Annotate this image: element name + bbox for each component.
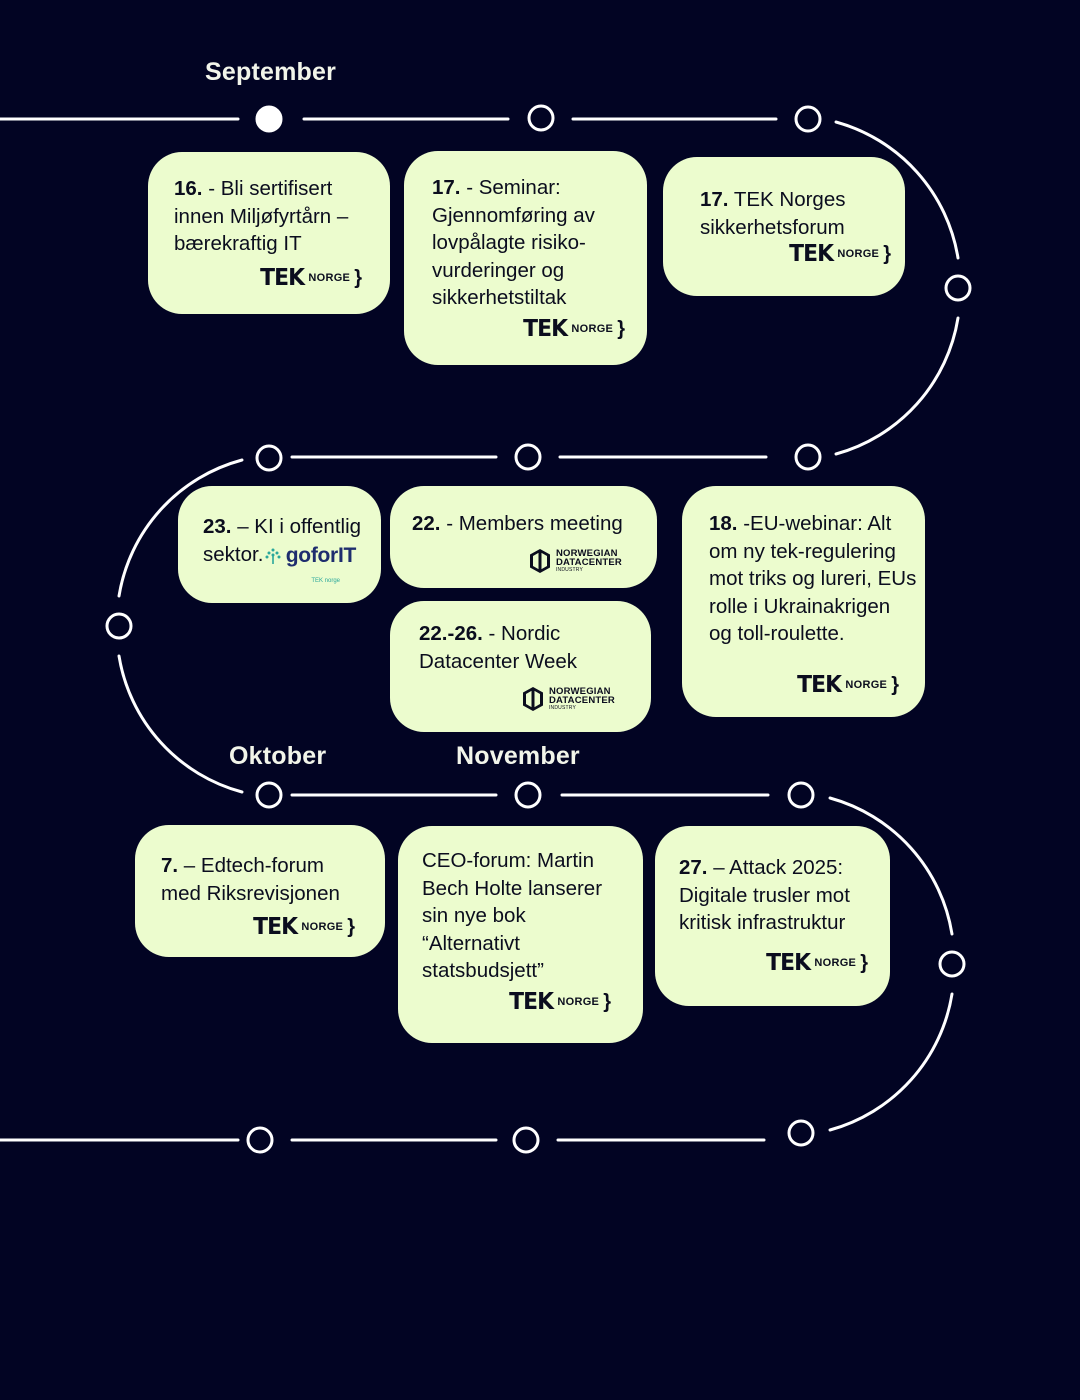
event-text: 23. – KI i offentlig sektor. bbox=[203, 515, 362, 566]
timeline-node bbox=[512, 1126, 540, 1154]
event-text: 27. – Attack 2025: Digitale trusler mot … bbox=[679, 856, 850, 934]
event-text: 22. - Members meeting bbox=[412, 512, 623, 535]
timeline-node bbox=[794, 105, 822, 133]
event-text: 17. - Seminar: Gjennomføring av lovpålag… bbox=[432, 176, 595, 309]
event-card-18[interactable]: 18. -EU-webinar: Alt om ny tek-regulerin… bbox=[682, 486, 925, 717]
goforit-tree-icon bbox=[265, 548, 281, 564]
timeline-node bbox=[255, 444, 283, 472]
event-text: 16. - Bli sertifisert innen Miljøfyrtårn… bbox=[174, 177, 349, 255]
timeline-node bbox=[944, 274, 972, 302]
timeline-node bbox=[794, 443, 822, 471]
timeline-node bbox=[105, 612, 133, 640]
event-card-22-26-nordic[interactable]: 22.-26. - Nordic Datacenter Week NORWEGI… bbox=[390, 601, 651, 732]
timeline-node bbox=[787, 1119, 815, 1147]
track-curve bbox=[117, 654, 244, 794]
event-card-7[interactable]: 7. – Edtech-forum med Riksrevisjonen TEK… bbox=[135, 825, 385, 957]
track-curve bbox=[828, 992, 954, 1132]
timeline-node bbox=[246, 1126, 274, 1154]
timeline-node bbox=[938, 950, 966, 978]
event-text: 18. -EU-webinar: Alt om ny tek-regulerin… bbox=[709, 512, 917, 645]
month-label-november: November bbox=[456, 742, 580, 770]
timeline-node bbox=[514, 781, 542, 809]
track-curve bbox=[828, 796, 954, 936]
event-text: CEO-forum: Martin Bech Holte lanserer si… bbox=[422, 849, 603, 982]
datacenter-icon bbox=[522, 687, 543, 711]
track-curve bbox=[834, 316, 960, 456]
event-card-23[interactable]: 23. – KI i offentlig sektor. goforIT TEK… bbox=[178, 486, 381, 603]
track-curve bbox=[117, 458, 244, 598]
track-curve bbox=[834, 120, 960, 260]
event-text: 22.-26. - Nordic Datacenter Week bbox=[419, 622, 578, 673]
event-card-ceo-forum[interactable]: CEO-forum: Martin Bech Holte lanserer si… bbox=[398, 826, 643, 1043]
event-card-16[interactable]: 16. - Bli sertifisert innen Miljøfyrtårn… bbox=[148, 152, 390, 314]
timeline-node-active bbox=[255, 105, 283, 133]
timeline-node bbox=[255, 781, 283, 809]
timeline-node bbox=[514, 443, 542, 471]
event-text: 7. – Edtech-forum med Riksrevisjonen bbox=[161, 854, 340, 905]
month-label-september: September bbox=[205, 58, 337, 86]
event-card-27[interactable]: 27. – Attack 2025: Digitale trusler mot … bbox=[655, 826, 890, 1006]
datacenter-icon bbox=[529, 549, 550, 573]
timeline-node bbox=[787, 781, 815, 809]
timeline-node bbox=[527, 104, 555, 132]
goforit-logo: goforIT TEK norge bbox=[264, 542, 356, 595]
event-card-17-seminar[interactable]: 17. - Seminar: Gjennomføring av lovpålag… bbox=[404, 151, 647, 365]
event-text: 17. TEK Norges sikkerhetsforum bbox=[700, 188, 846, 239]
month-label-oktober: Oktober bbox=[229, 742, 327, 770]
